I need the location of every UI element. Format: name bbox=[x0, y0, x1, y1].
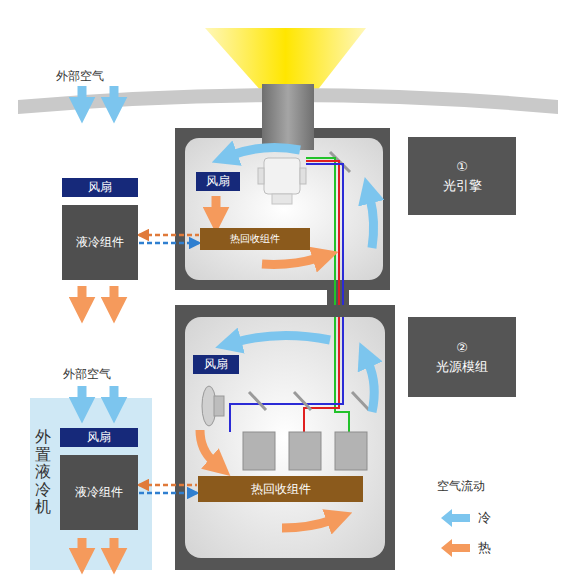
housing-inner bbox=[185, 317, 385, 558]
pipe-line bbox=[139, 234, 199, 237]
box-text: 风扇 bbox=[206, 174, 230, 189]
box-text: 风扇 bbox=[204, 357, 228, 372]
coolant-pipe bbox=[139, 235, 199, 243]
fan-blade bbox=[202, 386, 224, 426]
box-text: 液冷组件 bbox=[75, 485, 123, 500]
pipe-line bbox=[139, 484, 197, 487]
box-text: 风扇 bbox=[88, 180, 112, 195]
legend-text: 冷 bbox=[478, 509, 491, 527]
heat-recovery-unit: 热回收组件 bbox=[200, 228, 310, 250]
legend-arrow bbox=[440, 508, 470, 528]
fan-box: 风扇 bbox=[196, 172, 240, 191]
light-path bbox=[230, 317, 349, 432]
box-text: 光引擎 bbox=[443, 176, 482, 196]
liquid-cooling-unit: 液冷组件 bbox=[62, 205, 138, 280]
vertical-title: 外置液冷机 bbox=[35, 428, 51, 516]
box-text: ② bbox=[456, 338, 468, 358]
legend-title: 空气流动 bbox=[437, 478, 485, 495]
legend-entry: 热 bbox=[440, 538, 491, 558]
air-label: 外部空气 bbox=[56, 68, 104, 85]
housing-frame bbox=[175, 128, 390, 290]
air-label: 外部空气 bbox=[63, 366, 111, 383]
section-label: ②光源模组 bbox=[408, 317, 516, 397]
fan-box: 风扇 bbox=[60, 428, 138, 447]
box-text: 液冷组件 bbox=[76, 235, 124, 250]
box-text: ① bbox=[456, 157, 468, 177]
legend-entry: 冷 bbox=[440, 508, 491, 528]
pipe-line bbox=[139, 492, 197, 495]
coolant-pipe bbox=[139, 485, 197, 493]
led-module bbox=[243, 432, 367, 470]
box-text: 光源模组 bbox=[436, 357, 488, 377]
pipe-line bbox=[139, 242, 199, 245]
housing-inner bbox=[185, 138, 383, 280]
light-beam bbox=[205, 28, 366, 92]
legend-arrow bbox=[440, 538, 470, 558]
optical-core bbox=[258, 152, 350, 204]
housing-frame bbox=[175, 305, 395, 570]
heat-recovery-unit: 热回收组件 bbox=[198, 476, 363, 502]
fan-box: 风扇 bbox=[62, 178, 138, 197]
lens bbox=[262, 84, 314, 150]
section-label: ①光引擎 bbox=[408, 137, 516, 215]
legend-text: 热 bbox=[478, 539, 491, 557]
chiller-panel bbox=[30, 398, 152, 570]
fan-box: 风扇 bbox=[193, 355, 239, 374]
box-text: 热回收组件 bbox=[230, 233, 280, 246]
box-text: 热回收组件 bbox=[251, 482, 311, 497]
liquid-cooling-unit: 液冷组件 bbox=[60, 455, 138, 530]
chiller-panel: 外置液冷机 风扇液冷组件 bbox=[30, 398, 152, 570]
dichroic-mirror bbox=[249, 392, 369, 410]
box-text: 风扇 bbox=[87, 430, 111, 445]
